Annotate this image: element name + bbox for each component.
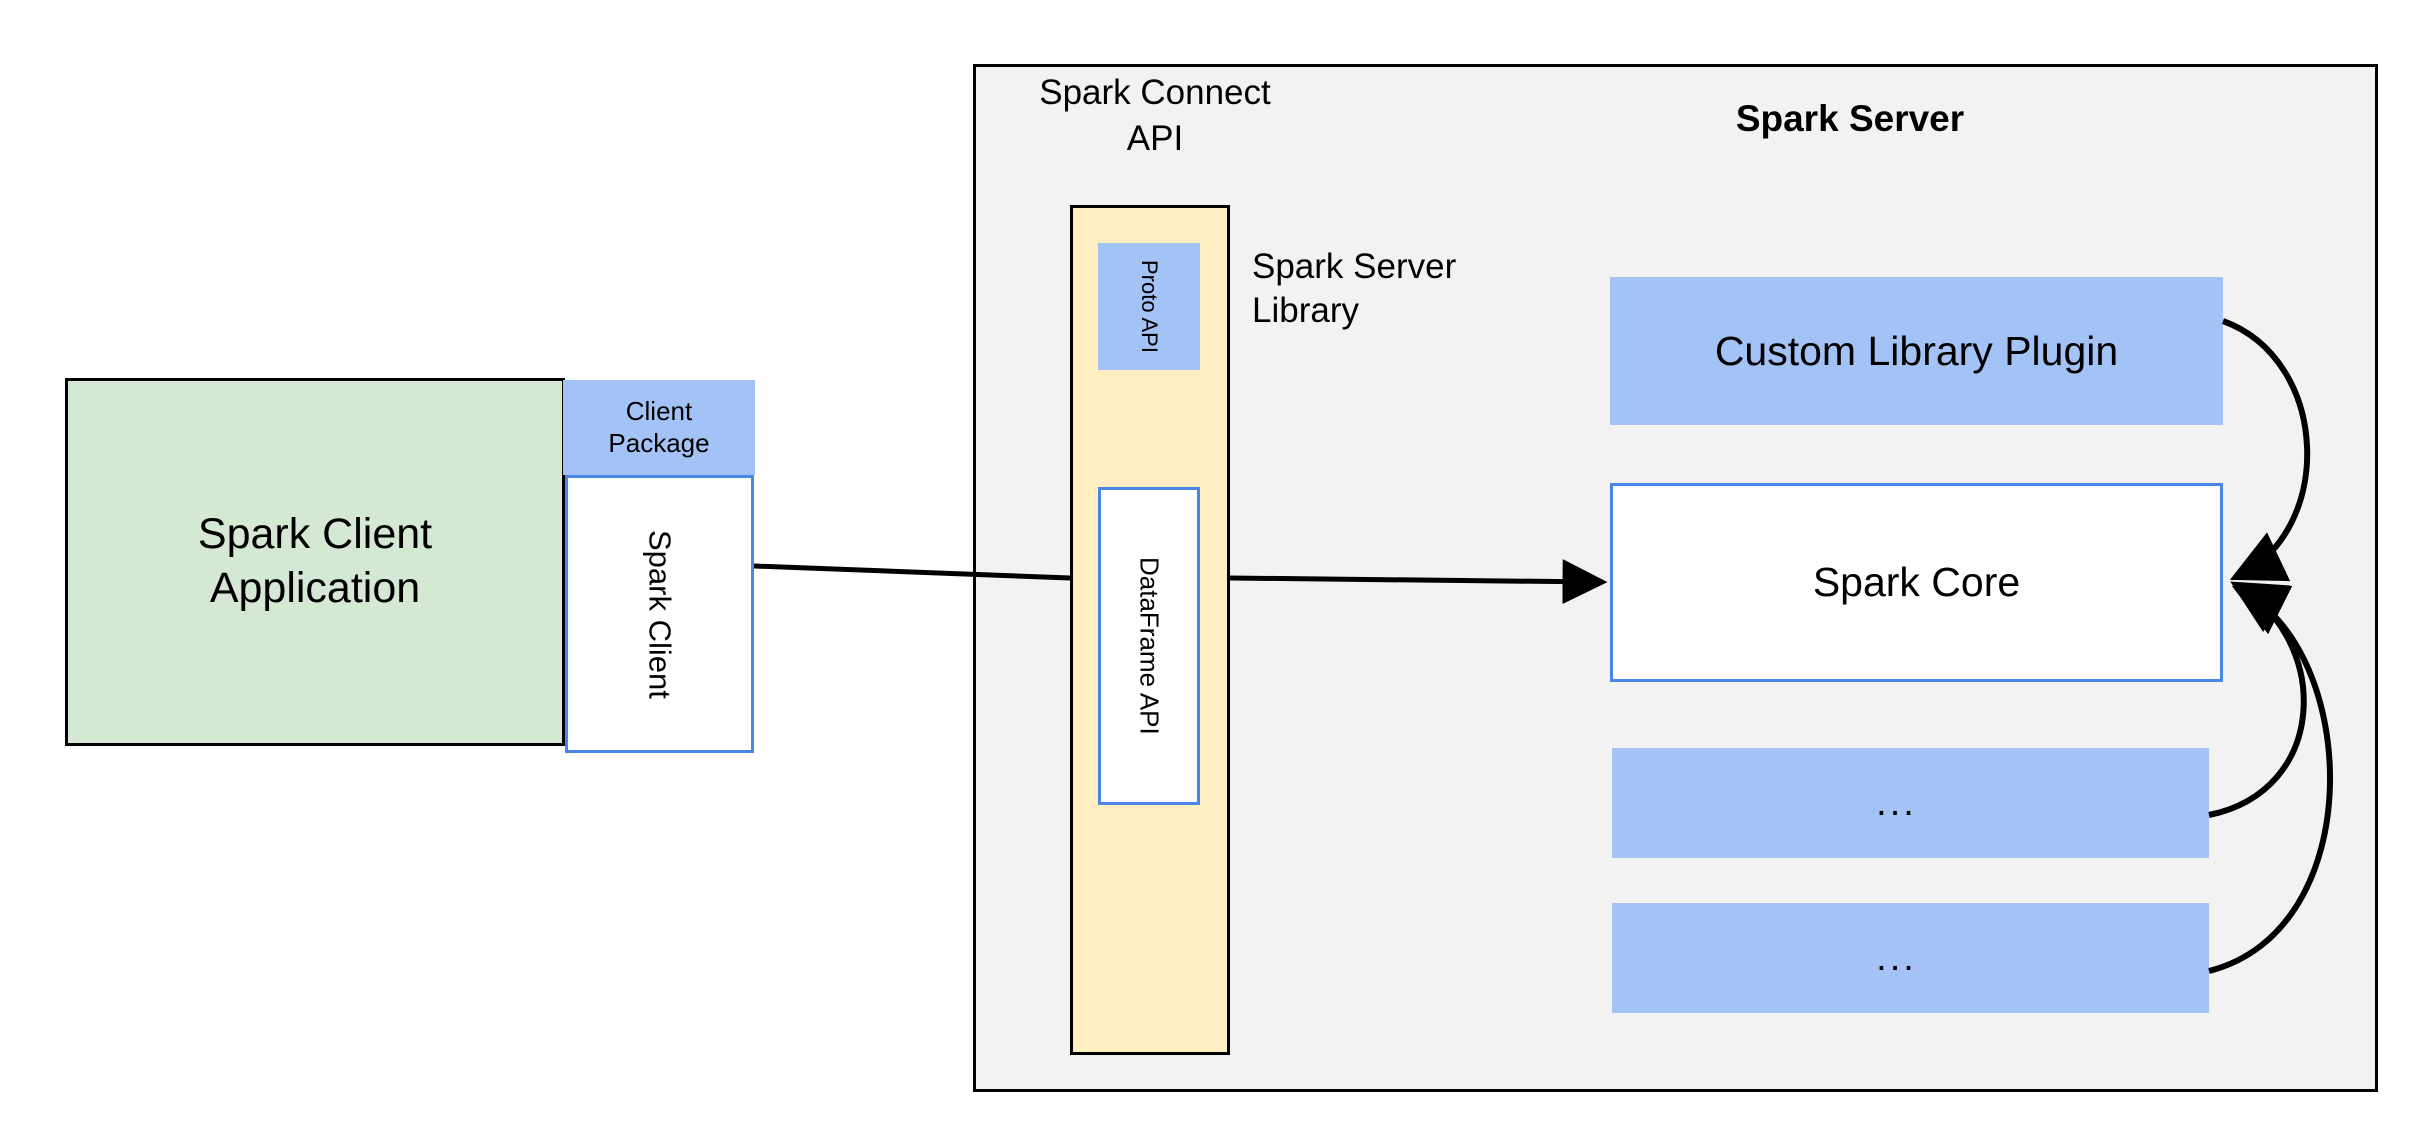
client-package-label: Client Package: [608, 396, 710, 458]
custom-library-plugin-box: Custom Library Plugin: [1610, 277, 2223, 425]
spark-core-box: Spark Core: [1610, 483, 2223, 682]
client-package-box: Client Package: [563, 380, 755, 475]
ellipsis-box-2: ...: [1612, 903, 2209, 1013]
spark-client-label: Spark Client: [642, 529, 678, 699]
ellipsis-label-2: ...: [1876, 936, 1917, 979]
spark-server-title: Spark Server: [1735, 98, 1965, 139]
spark-client-box: Spark Client: [565, 475, 754, 753]
spark-client-application-label: Spark Client Application: [197, 510, 433, 612]
proto-api-label: Proto API: [1137, 260, 1162, 353]
dataframe-api-box: DataFrame API: [1098, 487, 1200, 805]
dataframe-api-label: DataFrame API: [1134, 557, 1165, 735]
ellipsis-box-1: ...: [1612, 748, 2209, 858]
custom-library-plugin-label: Custom Library Plugin: [1714, 327, 2119, 374]
spark-core-label: Spark Core: [1812, 559, 2021, 605]
spark-server-library-caption: Spark Server Library: [1252, 247, 1457, 330]
ellipsis-label-1: ...: [1876, 781, 1917, 824]
proto-api-box: Proto API: [1098, 243, 1200, 370]
spark-connect-api-caption: Spark Connect API: [1039, 73, 1271, 158]
spark-client-application-box: Spark Client Application: [65, 378, 565, 746]
